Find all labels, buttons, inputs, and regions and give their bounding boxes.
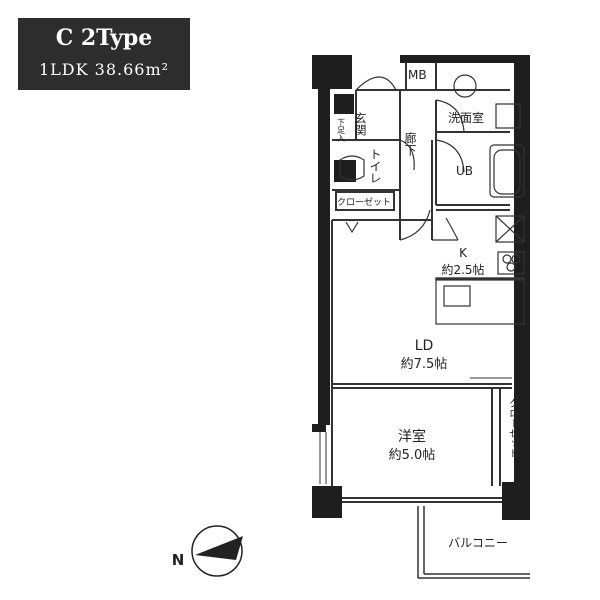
interior-walls xyxy=(331,62,512,503)
title-box: C 2Type 1LDK 38.66m² xyxy=(18,18,190,90)
mb-label: MB xyxy=(408,68,427,82)
closet-small-label: クローゼット xyxy=(337,196,391,208)
ld-label: LD xyxy=(415,338,434,354)
kitchen-size-label: 約2.5帖 xyxy=(441,262,484,277)
north-label: N xyxy=(172,551,185,569)
outer-walls xyxy=(312,55,530,520)
doors xyxy=(345,76,465,241)
toilet-label: トイレ xyxy=(368,148,382,184)
ub-label: UB xyxy=(456,164,473,178)
entrance-label: 玄関 xyxy=(353,111,367,136)
corridor-label: 廊下 xyxy=(403,131,417,156)
western-label: 洋室 xyxy=(398,428,426,445)
layout-area-label: 1LDK 38.66m² xyxy=(38,60,170,79)
ld-size-label: 約7.5帖 xyxy=(401,357,448,372)
balcony-outline xyxy=(417,506,530,579)
windows xyxy=(319,377,512,484)
room-labels: MB 玄関 下足入 廊下 洗面室 トイレ UB クローゼット K 約2.5帖 L… xyxy=(172,68,519,569)
fixtures xyxy=(339,74,525,325)
shoe-box-label: 下足入 xyxy=(337,118,346,142)
western-size-label: 約5.0帖 xyxy=(389,448,436,463)
unit-type-label: C 2Type xyxy=(55,25,153,51)
balcony-label: バルコニー xyxy=(448,536,508,550)
kitchen-label: K xyxy=(459,246,468,260)
closet-right-label: クローゼット xyxy=(507,398,519,458)
compass-icon xyxy=(191,525,243,577)
washroom-label: 洗面室 xyxy=(448,110,484,125)
